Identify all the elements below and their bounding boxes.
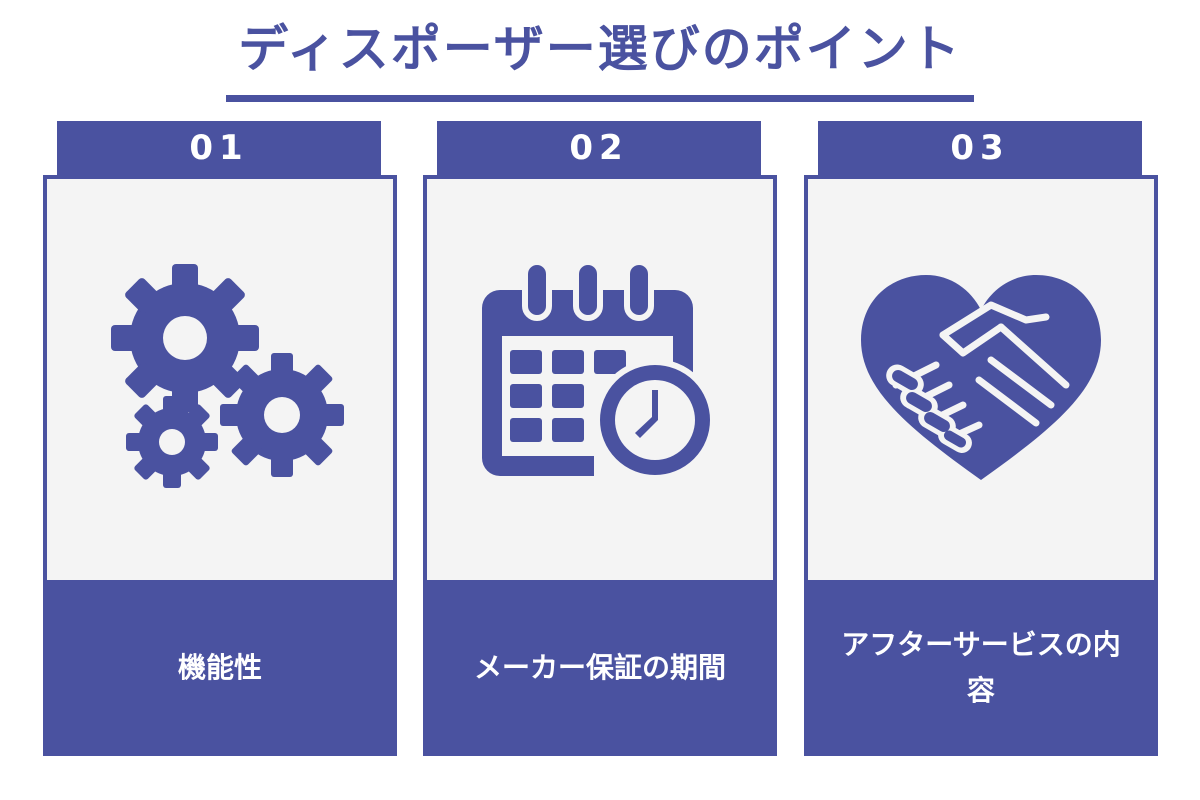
point-number-3: 03 xyxy=(818,121,1142,175)
point-card-body-3: アフターサービスの内容 xyxy=(804,175,1158,756)
point-icon-panel-3 xyxy=(808,179,1154,580)
point-icon-panel-1 xyxy=(47,179,393,580)
heart-handshake-icon xyxy=(861,274,1101,480)
title-underline xyxy=(226,95,974,102)
calendar-clock-icon xyxy=(482,258,716,481)
point-label-3-text: アフターサービスの内容 xyxy=(841,628,1121,707)
point-card-2: 02 xyxy=(423,121,777,756)
point-icon-panel-2 xyxy=(427,179,773,580)
point-number-2: 02 xyxy=(437,121,761,175)
point-card-3: 03 xyxy=(804,121,1158,756)
point-number-1: 01 xyxy=(57,121,381,175)
point-label-1: 機能性 xyxy=(177,651,262,684)
point-card-body-2: メーカー保証の期間 xyxy=(423,175,777,756)
point-label-2: メーカー保証の期間 xyxy=(473,651,726,684)
point-card-1: 01 xyxy=(43,121,397,756)
point-label-3: アフターサービスの内容 xyxy=(804,580,1158,756)
page-title: ディスポーザー選びのポイント xyxy=(238,20,962,78)
gears-icon xyxy=(111,263,344,488)
point-card-body-1: 機能性 xyxy=(43,175,397,756)
